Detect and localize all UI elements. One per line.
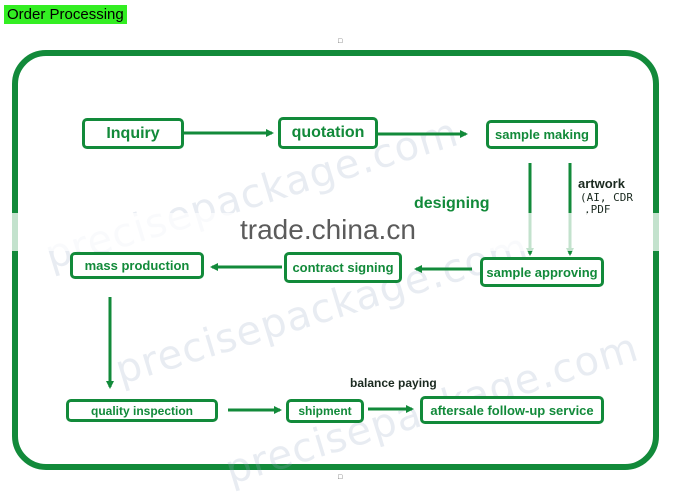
diagram-frame — [12, 50, 659, 470]
label-balance-paying: balance paying — [350, 376, 437, 390]
step-mass-production: mass production — [70, 252, 204, 279]
top-tick-mark: □ — [338, 38, 343, 45]
label-artwork-formats-line1: (AI, CDR — [580, 191, 633, 204]
step-inquiry: Inquiry — [82, 118, 184, 149]
page-title: Order Processing — [4, 5, 127, 24]
label-artwork: artwork — [578, 176, 625, 191]
watermark-band — [0, 213, 680, 251]
bottom-tick-mark: □ — [338, 474, 343, 481]
step-shipment: shipment — [286, 399, 364, 423]
step-sample-approving: sample approving — [480, 257, 604, 287]
flow-arrows — [106, 129, 574, 414]
step-quotation: quotation — [278, 117, 378, 149]
step-quality-inspection: quality inspection — [66, 399, 218, 422]
step-aftersale: aftersale follow-up service — [420, 396, 604, 424]
step-contract-signing: contract signing — [284, 252, 402, 283]
step-sample-making: sample making — [486, 120, 598, 149]
label-artwork-formats-line2: ,PDF — [584, 203, 611, 216]
label-designing: designing — [414, 195, 490, 212]
watermark-source: trade.china.cn — [240, 214, 416, 245]
